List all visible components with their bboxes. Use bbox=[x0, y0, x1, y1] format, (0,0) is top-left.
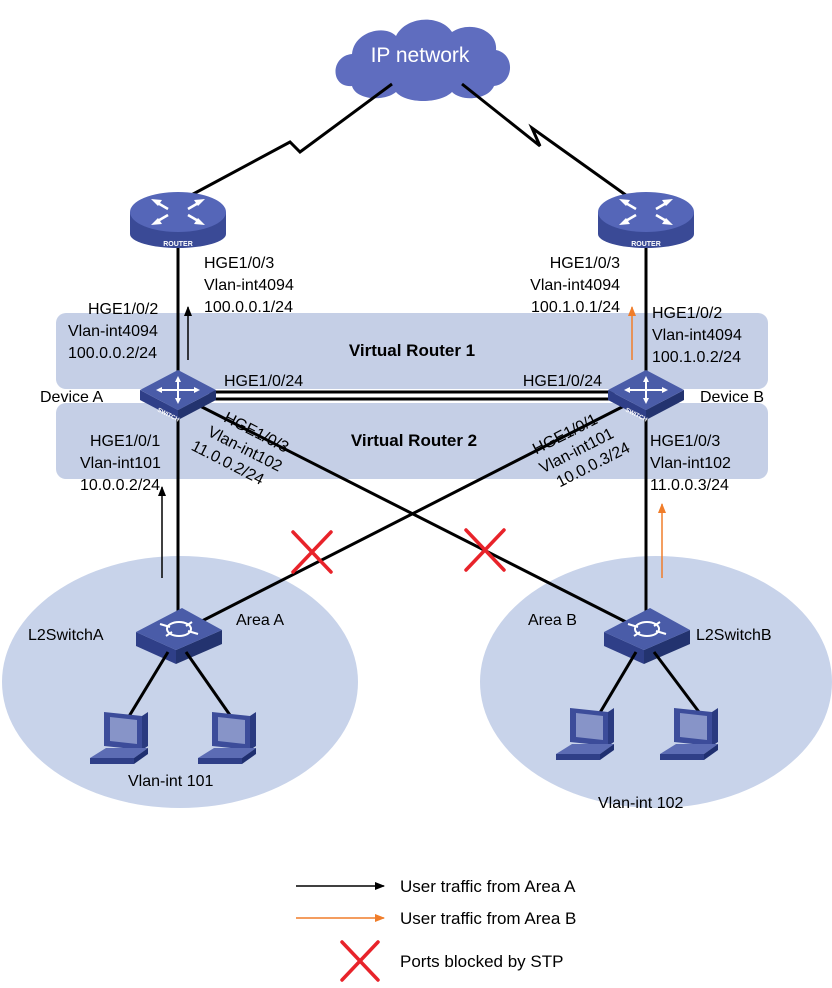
router-right-icon: ROUTER bbox=[598, 192, 694, 248]
wan-link-left bbox=[181, 82, 393, 202]
area-a-vlan-label: Vlan-int 101 bbox=[128, 773, 213, 790]
router-right-badge: ROUTER bbox=[631, 241, 661, 248]
legend-blocked-mark bbox=[340, 940, 380, 982]
device-a-router-port-line-2: Vlan-int4094 bbox=[204, 277, 294, 294]
stp-blocked-mark-right bbox=[464, 528, 506, 572]
ip-network-cloud: IP network bbox=[335, 19, 511, 101]
cloud-label: IP network bbox=[371, 44, 470, 67]
l2switch-b-label: L2SwitchB bbox=[696, 627, 772, 644]
device-a-up-port-line-2: Vlan-int4094 bbox=[68, 323, 158, 340]
device-a-up-port-line-1: HGE1/0/2 bbox=[88, 301, 158, 318]
device-a-switch-icon: SWITCH bbox=[140, 370, 216, 424]
device-b-down-port-line-1: HGE1/0/3 bbox=[650, 433, 720, 450]
device-a-down-port-line-1: HGE1/0/1 bbox=[90, 433, 160, 450]
area-b-label: Area B bbox=[528, 612, 577, 629]
area-b-vlan-label: Vlan-int 102 bbox=[598, 795, 683, 812]
link-l2switch-a-pc-1 bbox=[126, 651, 170, 719]
device-b-up-port-line-1: HGE1/0/2 bbox=[652, 305, 722, 322]
virtual-router-1-label: Virtual Router 1 bbox=[349, 341, 475, 360]
device-b-up-port-line-2: Vlan-int4094 bbox=[652, 327, 742, 344]
legend: User traffic from Area A User traffic fr… bbox=[296, 877, 576, 982]
l2switch-a-label: L2SwitchA bbox=[28, 627, 104, 644]
virtual-router-1-band bbox=[56, 313, 768, 389]
device-a-link-port-label: HGE1/0/24 bbox=[224, 373, 303, 390]
area-b-ellipse bbox=[480, 556, 832, 808]
link-l2switch-b-pc-1 bbox=[596, 651, 638, 717]
device-b-down-port-line-3: 11.0.0.3/24 bbox=[650, 477, 729, 494]
legend-label-area-a: User traffic from Area A bbox=[400, 877, 576, 896]
link-l2switch-a-pc-2 bbox=[184, 651, 234, 719]
device-b-router-port-line-3: 100.1.0.1/24 bbox=[531, 299, 620, 316]
area-a-ellipse bbox=[2, 556, 358, 808]
area-a-label: Area A bbox=[236, 612, 284, 629]
router-left-badge: ROUTER bbox=[163, 241, 193, 248]
device-a-down-port-line-2: Vlan-int101 bbox=[80, 455, 161, 472]
device-b-router-port-line-1: HGE1/0/3 bbox=[550, 255, 620, 272]
device-b-router-port-line-2: Vlan-int4094 bbox=[530, 277, 620, 294]
device-b-down-port-line-2: Vlan-int102 bbox=[650, 455, 731, 472]
virtual-router-2-label: Virtual Router 2 bbox=[351, 431, 477, 450]
device-a-up-port-line-3: 100.0.0.2/24 bbox=[68, 345, 157, 362]
legend-label-area-b: User traffic from Area B bbox=[400, 909, 576, 928]
legend-label-blocked: Ports blocked by STP bbox=[400, 952, 563, 971]
device-a-down-port-line-3: 10.0.0.2/24 bbox=[80, 477, 160, 494]
device-a-router-port-line-1: HGE1/0/3 bbox=[204, 255, 274, 272]
device-a-router-port-line-3: 100.0.0.1/24 bbox=[204, 299, 293, 316]
device-a-label: Device A bbox=[40, 389, 103, 406]
wan-link-right bbox=[461, 82, 631, 200]
device-b-link-port-label: HGE1/0/24 bbox=[523, 373, 602, 390]
stp-blocked-mark-left bbox=[291, 530, 333, 574]
device-b-up-port-line-3: 100.1.0.2/24 bbox=[652, 349, 741, 366]
device-b-label: Device B bbox=[700, 389, 764, 406]
link-l2switch-b-pc-2 bbox=[652, 651, 704, 717]
router-left-icon: ROUTER bbox=[130, 192, 226, 248]
link-device-b-l2switch-a bbox=[199, 404, 625, 624]
